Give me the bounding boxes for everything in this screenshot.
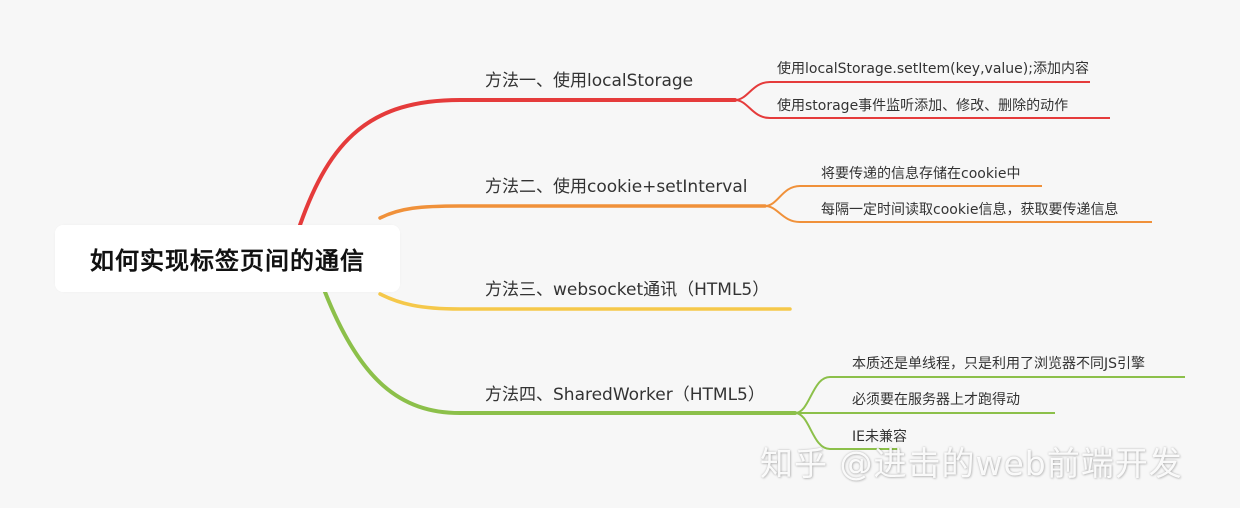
branch-curve-1	[298, 98, 737, 227]
leaf-connector-1-1	[734, 81, 1090, 101]
branch-label-2: 方法二、使用cookie+setInterval	[485, 177, 748, 197]
branch-curve-3	[378, 292, 792, 311]
leaf-label-4-1: 本质还是单线程，只是利用了浏览器不同JS引擎	[852, 356, 1146, 372]
leaf-label-4-3: IE未兼容	[852, 429, 907, 445]
branch-label-4: 方法四、SharedWorker（HTML5）	[485, 385, 765, 405]
branch-label-1: 方法一、使用localStorage	[485, 71, 694, 91]
leaf-label-4-2: 必须要在服务器上才跑得动	[852, 392, 1020, 408]
root-node: 如何实现标签页间的通信	[55, 225, 400, 292]
leaf-label-1-1: 使用localStorage.setItem(key,value);添加内容	[777, 61, 1089, 77]
branch-curve-2	[378, 204, 767, 220]
leaf-connector-2-2	[764, 205, 1152, 223]
watermark: 知乎 @进击的web前端开发	[760, 444, 1183, 483]
leaf-connector-4-3	[794, 412, 900, 450]
leaf-connector-1-2	[734, 99, 1110, 119]
leaf-label-2-1: 将要传递的信息存储在cookie中	[821, 166, 1021, 182]
branch-label-3: 方法三、websocket通讯（HTML5）	[485, 280, 770, 300]
leaf-connector-2-1	[764, 185, 1042, 207]
leaf-label-1-2: 使用storage事件监听添加、修改、删除的动作	[777, 98, 1069, 114]
leaf-label-2-2: 每隔一定时间读取cookie信息，获取要传递信息	[821, 202, 1119, 218]
branch-curve-4	[323, 290, 797, 415]
root-title: 如何实现标签页间的通信	[90, 247, 365, 275]
leaf-connector-4-1	[794, 376, 1185, 414]
